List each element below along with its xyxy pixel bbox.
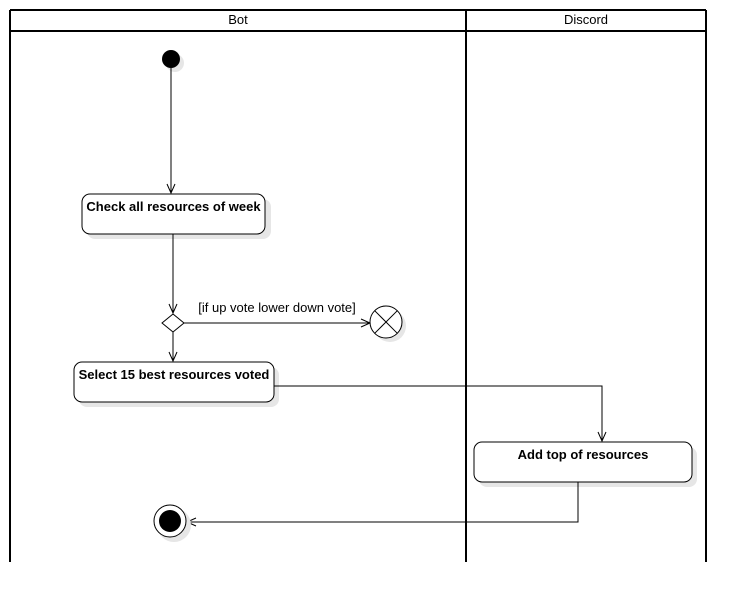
swimlane-frame: [9, 9, 707, 562]
edge-decision-to-flow-final: [184, 318, 372, 328]
decision-node[interactable]: [161, 313, 185, 333]
edge-decision-to-select: [168, 332, 178, 363]
lane-title-discord: Discord: [564, 12, 608, 27]
flow-final-node[interactable]: [369, 305, 406, 342]
activity-final-node[interactable]: [153, 504, 191, 542]
action-select-best[interactable]: Select 15 best resources voted: [73, 361, 279, 407]
lane-title-bot: Bot: [228, 12, 248, 27]
action-check-resources-label: Check all resources of week: [86, 199, 261, 214]
action-select-best-label: Select 15 best resources voted: [79, 367, 270, 382]
action-add-top[interactable]: Add top of resources: [473, 441, 697, 487]
action-add-top-label: Add top of resources: [518, 447, 649, 462]
edge-select-to-add-top: [274, 385, 607, 443]
edge-start-to-check: [166, 68, 176, 195]
edge-add-top-to-final: [185, 482, 579, 527]
initial-node[interactable]: [162, 50, 184, 72]
guard-label: [if up vote lower down vote]: [198, 300, 356, 315]
edge-check-to-decision: [168, 234, 178, 315]
action-check-resources[interactable]: Check all resources of week: [81, 193, 271, 239]
